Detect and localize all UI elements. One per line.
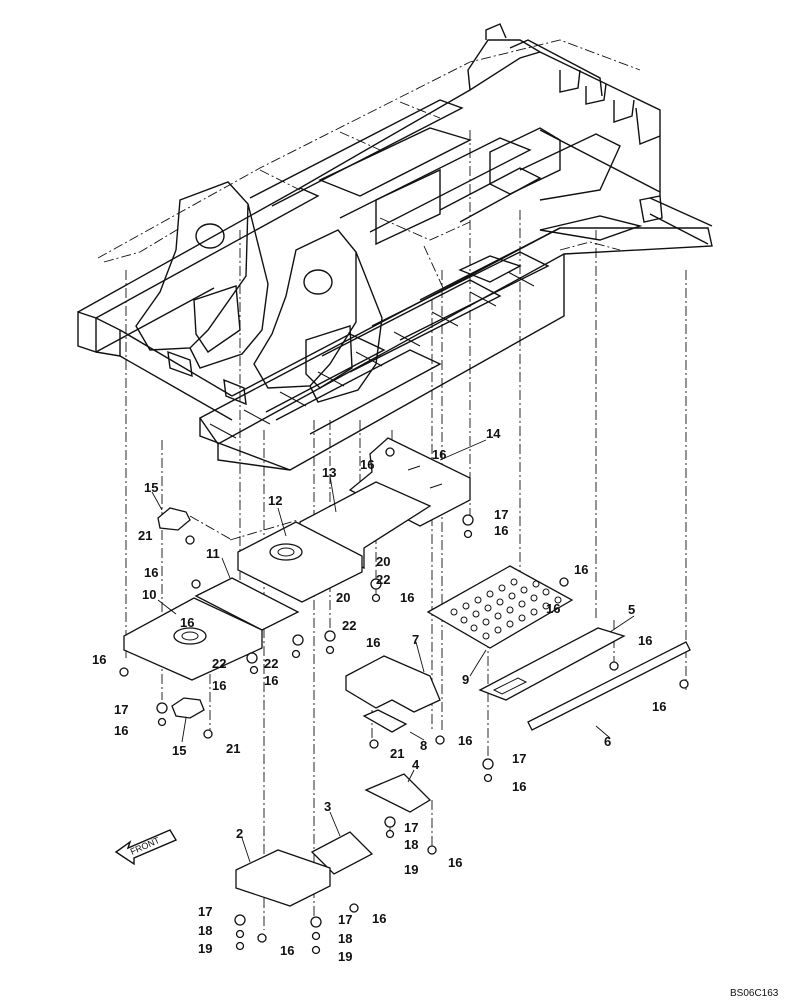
callout-16: 16 (92, 652, 106, 667)
callout-21: 21 (138, 528, 152, 543)
callout-21: 21 (390, 746, 404, 761)
callout-4: 4 (412, 757, 420, 772)
callout-17: 17 (404, 820, 418, 835)
callout-16: 16 (114, 723, 128, 738)
callout-9: 9 (462, 672, 469, 687)
callout-17: 17 (114, 702, 128, 717)
callout-16: 16 (546, 601, 560, 616)
callout-16: 16 (432, 447, 446, 462)
callout-14: 14 (486, 426, 501, 441)
callout-16: 16 (512, 779, 526, 794)
fasteners (119, 447, 689, 955)
callout-22: 22 (264, 656, 278, 671)
callout-16: 16 (360, 457, 374, 472)
callout-17: 17 (338, 912, 352, 927)
callout-16: 16 (574, 562, 588, 577)
callout-19: 19 (198, 941, 212, 956)
perforation-holes (450, 578, 562, 640)
callout-16: 16 (144, 565, 158, 580)
leader-lines (151, 439, 635, 863)
callout-6: 6 (604, 734, 611, 749)
callout-13: 13 (322, 465, 336, 480)
callout-11: 11 (206, 546, 220, 561)
callout-19: 19 (404, 862, 418, 877)
callout-15-lower: 15 (172, 743, 186, 758)
callout-17: 17 (512, 751, 526, 766)
drawing-code: BS06C163 (730, 988, 779, 999)
part-callouts: 2 3 4 5 6 7 8 9 10 11 12 13 14 15 15 16 … (92, 426, 666, 964)
callout-21: 21 (226, 741, 240, 756)
callout-20: 20 (336, 590, 350, 605)
callout-16: 16 (448, 855, 462, 870)
callout-16: 16 (212, 678, 226, 693)
callout-19: 19 (338, 949, 352, 964)
callout-22: 22 (342, 618, 356, 633)
callout-16: 16 (458, 733, 472, 748)
callout-16: 16 (372, 911, 386, 926)
cover-plates (123, 437, 691, 907)
callout-12: 12 (268, 493, 282, 508)
callout-16: 16 (494, 523, 508, 538)
callout-10: 10 (142, 587, 156, 602)
callout-17: 17 (494, 507, 508, 522)
callout-3: 3 (324, 799, 331, 814)
callout-16: 16 (280, 943, 294, 958)
callout-5: 5 (628, 602, 635, 617)
callout-22: 22 (376, 572, 390, 587)
upper-frame-assembly (77, 23, 713, 471)
callout-16: 16 (180, 615, 194, 630)
callout-16: 16 (638, 633, 652, 648)
callout-7: 7 (412, 632, 419, 647)
callout-15-upper: 15 (144, 480, 158, 495)
callout-8: 8 (420, 738, 427, 753)
callout-16: 16 (400, 590, 414, 605)
callout-2: 2 (236, 826, 243, 841)
callout-18: 18 (338, 931, 352, 946)
callout-16: 16 (366, 635, 380, 650)
callout-16: 16 (652, 699, 666, 714)
front-direction-arrow: FRONT (114, 829, 178, 866)
callout-18: 18 (404, 837, 418, 852)
callout-22: 22 (212, 656, 226, 671)
callout-16: 16 (264, 673, 278, 688)
callout-20: 20 (376, 554, 390, 569)
callout-18: 18 (198, 923, 212, 938)
callout-17: 17 (198, 904, 212, 919)
